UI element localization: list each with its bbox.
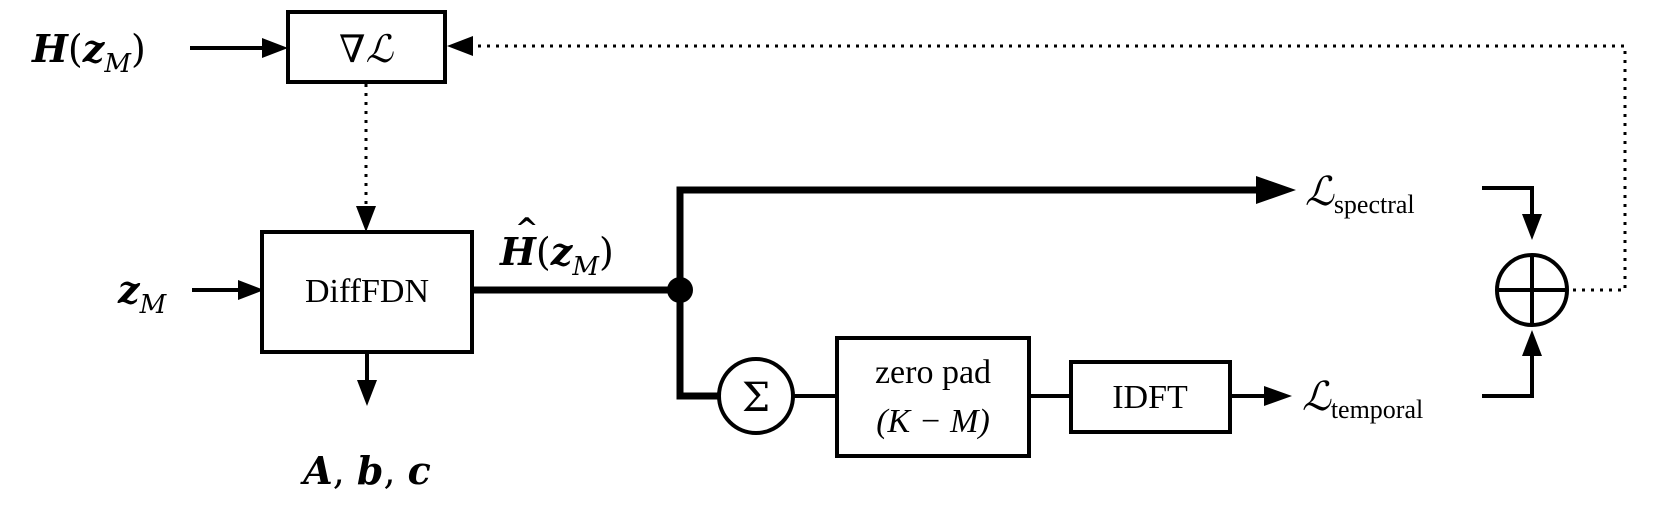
sum-symbol: Σ (742, 375, 770, 421)
arrowhead-diffFDN-to-params (357, 380, 377, 406)
loss-spectral: ℒspectral (1305, 169, 1415, 219)
arrowhead-temporal-to-adder (1522, 330, 1542, 356)
zero-pad-label-2: (K − M) (876, 403, 990, 440)
H-symbol: H (31, 26, 69, 71)
arrowhead-spectral-to-adder (1522, 214, 1542, 240)
gradient-label: ∇ℒ (339, 27, 395, 71)
line-spectral-to-adder (1482, 186, 1534, 218)
input-zM: zM (117, 267, 168, 320)
arrowhead-grad-to-diffFDN (356, 206, 376, 232)
z-symbol: z (82, 26, 106, 71)
h-hat-label: H(zM) ^ (499, 212, 614, 282)
zero-pad-label-1: zero pad (875, 354, 991, 391)
gradient-block (286, 10, 447, 84)
diffFDN-label: DiffFDN (305, 273, 429, 310)
diffFDN-block (260, 230, 474, 354)
arrowhead-idft-to-temporal (1264, 386, 1292, 406)
input-H-of-zM: H(zM) (31, 26, 146, 79)
svg-text:zM: zM (117, 267, 168, 320)
thick-line-to-spectral (676, 186, 1260, 290)
idft-label: IDFT (1112, 379, 1188, 416)
arrowhead-feedback (447, 36, 473, 56)
arrowhead-H-to-grad (262, 38, 288, 58)
line-temporal-to-adder (1482, 352, 1534, 398)
svg-text:H(zM): H(zM) (31, 26, 146, 79)
sub-M: M (103, 49, 132, 79)
thick-line-to-sum (676, 290, 718, 400)
arrowhead-to-spectral (1256, 176, 1296, 204)
adder-node (1495, 253, 1569, 327)
feedback-dotted-line (465, 44, 1627, 292)
loss-temporal: ℒtemporal (1302, 374, 1423, 424)
arrowhead-zM-to-diffFDN (238, 280, 264, 300)
hat-accent: ^ (515, 212, 538, 245)
svg-text:H(zM): H(zM) (499, 229, 614, 282)
output-params: A, b, c (300, 448, 431, 493)
zero-pad-block (835, 336, 1031, 458)
